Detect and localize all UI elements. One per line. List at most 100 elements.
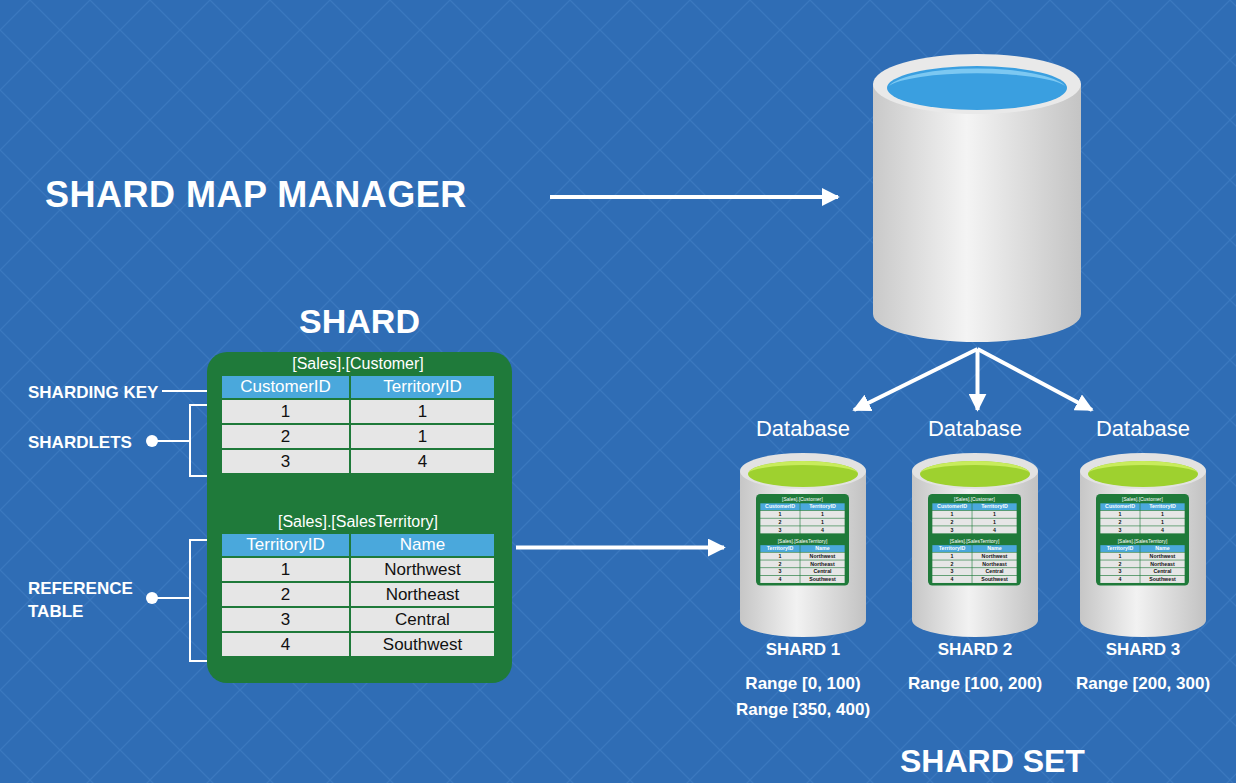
table-row: 4Southwest	[932, 576, 1016, 583]
cylinder-liquid	[887, 66, 1067, 110]
cylinder-top	[873, 54, 1081, 114]
table-cell: Central	[800, 568, 844, 575]
range-label: Range [200, 300)	[1076, 674, 1210, 694]
connector-arrow	[854, 349, 978, 410]
table-row: 2Northeast	[932, 560, 1016, 567]
table-cell: 1	[760, 511, 799, 518]
column-header: CustomerID	[222, 376, 349, 398]
table-row: 11	[1100, 511, 1184, 518]
database-label: Database	[728, 416, 878, 442]
table-row: 21	[760, 518, 844, 525]
shard-name: SHARD 3	[1106, 640, 1181, 660]
connector-arrow	[516, 546, 724, 550]
manager-title: SHARD MAP MANAGER	[45, 174, 467, 216]
callout-label: SHARDING KEY	[28, 381, 178, 404]
table-row: 34	[1100, 526, 1184, 533]
table-cell: 4	[1140, 526, 1184, 533]
table-row: 21	[932, 518, 1016, 525]
table-cell: Northwest	[972, 553, 1016, 560]
spacer	[760, 533, 844, 538]
table-cell: 3	[222, 608, 349, 631]
cylinder-body	[740, 471, 866, 637]
table-cell: Southwest	[351, 633, 494, 656]
table-cell: Northeast	[800, 560, 844, 567]
manager-cylinder: SHARD MAP MANAGER	[870, 52, 1085, 347]
table-cell: Northeast	[1140, 560, 1184, 567]
table-cell: Southwest	[972, 576, 1016, 583]
leader-arrow	[550, 195, 838, 199]
table-cell: 2	[222, 425, 349, 448]
table-cell: 1	[760, 553, 799, 560]
table-header-row: CustomerIDTerritoryID	[222, 376, 494, 398]
table-cell: 3	[932, 526, 971, 533]
cylinder-top	[740, 453, 866, 489]
table-cell: 4	[760, 576, 799, 583]
table-caption: [Sales].[SalesTerritory]	[760, 538, 844, 544]
table-row: 21	[222, 425, 494, 448]
table-cell: Northwest	[1140, 553, 1184, 560]
table-cell: 3	[760, 568, 799, 575]
table-row: 3Central	[932, 568, 1016, 575]
mini-shard-box: [Sales].[Customer]CustomerIDTerritoryID1…	[1096, 494, 1189, 585]
liquid-highlight	[920, 461, 1030, 474]
table-cell: 1	[1140, 511, 1184, 518]
table-cell: 2	[1100, 560, 1139, 567]
table-cell: Central	[351, 608, 494, 631]
database-cylinder: Database[Sales].[Customer]CustomerIDTerr…	[1068, 412, 1218, 727]
column-header: CustomerID	[760, 503, 799, 510]
table-cell: 1	[222, 558, 349, 581]
range-label: Range [350, 400)	[736, 700, 870, 720]
liquid-highlight	[748, 461, 858, 474]
table-caption: [Sales].[SalesTerritory]	[1100, 538, 1184, 544]
liquid-highlight	[1088, 461, 1198, 474]
database-label: Database	[900, 416, 1050, 442]
shard-box: SHARD[Sales].[Customer]CustomerIDTerrito…	[207, 352, 512, 683]
table-row: 1Northwest	[222, 558, 494, 581]
table-cell: 1	[972, 511, 1016, 518]
table-row: 21	[1100, 518, 1184, 525]
table-row: 11	[932, 511, 1016, 518]
table-cell: 2	[760, 560, 799, 567]
table-cell: 1	[972, 518, 1016, 525]
set-title: SHARD SET	[900, 742, 1230, 780]
cylinder-liquid	[748, 461, 858, 487]
table-row: 34	[932, 526, 1016, 533]
table-row: 34	[760, 526, 844, 533]
table-header-row: CustomerIDTerritoryID	[760, 503, 844, 510]
database-cylinder: Database [Sales].[Customer]CustomerIDTerr…	[900, 412, 1050, 727]
table-row: 3Central	[1100, 568, 1184, 575]
table-cell: 1	[351, 425, 494, 448]
table-cell: 3	[222, 450, 349, 473]
leader-line	[152, 597, 190, 599]
table-cell: Central	[1140, 568, 1184, 575]
shard-name: SHARD 2	[938, 640, 1013, 660]
table-cell: 1	[932, 553, 971, 560]
callout-label: SHARDLETS	[28, 431, 148, 454]
table-caption: [Sales].[Customer]	[1100, 496, 1184, 502]
data-table: [Sales].[SalesTerritory]TerritoryIDName1…	[1100, 538, 1184, 583]
table-cell: Northwest	[800, 553, 844, 560]
table-row: 34	[222, 450, 494, 473]
data-table: [Sales].[SalesTerritory]TerritoryIDName1…	[932, 538, 1016, 583]
table-row: 11	[760, 511, 844, 518]
table-cell: 1	[1140, 518, 1184, 525]
table-cell: 2	[760, 518, 799, 525]
table-row: 4Southwest	[1100, 576, 1184, 583]
table-cell: 1	[222, 400, 349, 423]
table-caption: [Sales].[Customer]	[932, 496, 1016, 502]
column-header: TerritoryID	[351, 376, 494, 398]
mini-shard-box: [Sales].[Customer]CustomerIDTerritoryID1…	[928, 494, 1021, 585]
cylinder-top	[1080, 453, 1206, 489]
column-header: TerritoryID	[972, 503, 1016, 510]
column-header: TerritoryID	[1100, 545, 1139, 552]
table-cell: 2	[222, 583, 349, 606]
table-cell: 2	[932, 518, 971, 525]
table-row: 3Central	[760, 568, 844, 575]
table-row: 11	[222, 400, 494, 423]
cylinder-top	[912, 453, 1038, 489]
column-header: CustomerID	[932, 503, 971, 510]
cylinder-outline	[870, 52, 1085, 347]
data-table: [Sales].[Customer]CustomerIDTerritoryID1…	[932, 496, 1016, 533]
